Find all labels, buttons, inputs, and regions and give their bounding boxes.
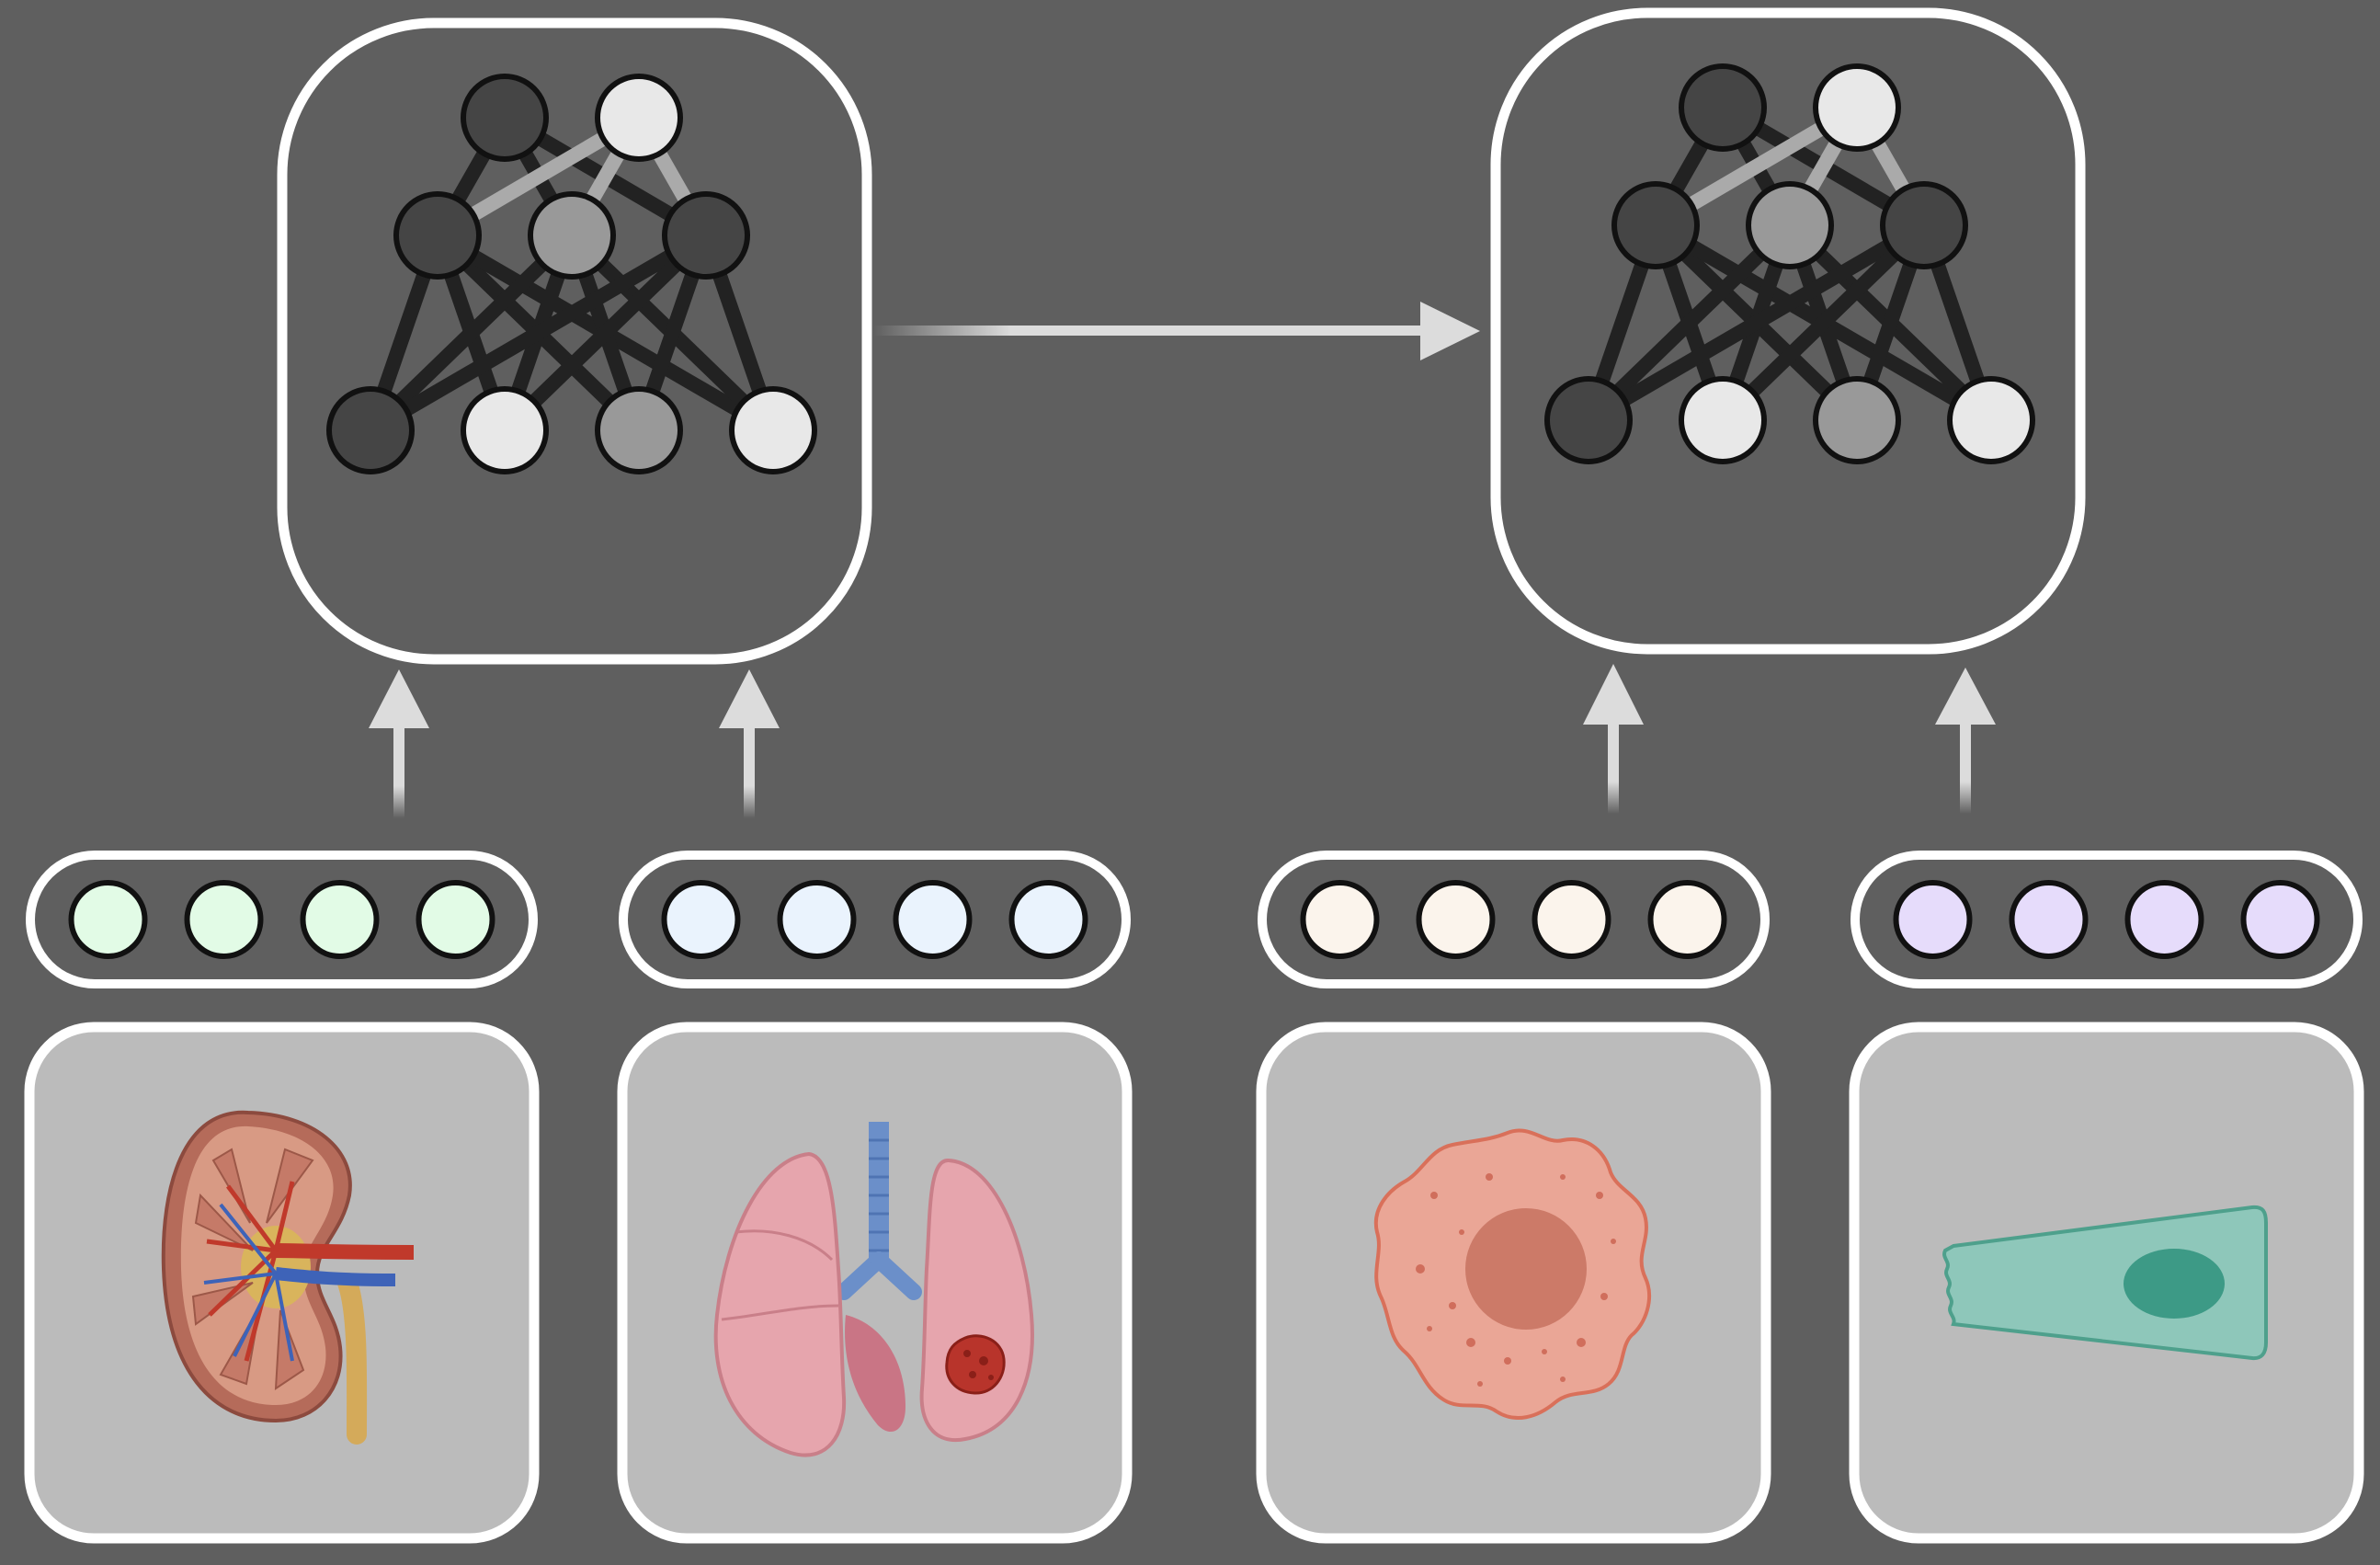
- network-node-mid: [1746, 181, 1834, 269]
- network-node-mid: [528, 191, 616, 280]
- embedding-kidney: [26, 851, 538, 988]
- network-node-light: [595, 74, 683, 162]
- embedding-pill: [619, 851, 1131, 988]
- network-node-light: [729, 386, 817, 474]
- cancer-cell-icon: [1373, 1128, 1651, 1420]
- embedding-element: [1647, 880, 1727, 959]
- embedding-element: [184, 880, 264, 959]
- nucleus: [1465, 1208, 1587, 1330]
- network-edge: [366, 229, 711, 437]
- embedding-element: [1008, 880, 1088, 959]
- embedding-cancer-cell: [1258, 851, 1770, 988]
- upward-arrows: [369, 664, 1996, 818]
- embedding-pill: [1850, 851, 2363, 988]
- network-edge: [499, 230, 712, 436]
- network-node-dark: [662, 191, 750, 280]
- up-arrow-cancer-cell: [1583, 664, 1644, 814]
- embedding-element: [68, 880, 148, 959]
- finetuned-network-box: [1490, 7, 2086, 655]
- embedding-element: [777, 880, 857, 959]
- embedding-vectors: [26, 851, 2363, 988]
- embedding-element: [2124, 880, 2204, 959]
- network-edge: [1583, 220, 1795, 426]
- embedding-lung: [619, 851, 1131, 988]
- network-node-dark: [1544, 376, 1633, 464]
- network-node-dark: [1611, 181, 1700, 269]
- up-arrow-kidney: [369, 669, 429, 818]
- embedding-element: [2009, 880, 2089, 959]
- input-panels: [24, 1022, 2364, 1544]
- network-node-dark: [1679, 63, 1767, 152]
- embedding-element: [1300, 880, 1380, 959]
- network-node-mid: [1813, 376, 1901, 464]
- up-arrow-lung: [719, 669, 780, 818]
- network-edge: [1584, 219, 1929, 427]
- network-node-dark: [393, 191, 482, 280]
- lung-icon: [713, 1122, 1034, 1457]
- network-nodes: [1544, 63, 2035, 464]
- network-edge: [1717, 220, 1930, 426]
- network-node-light: [1679, 376, 1767, 464]
- embedding-element: [300, 880, 380, 959]
- embedding-epithelial-cell: [1850, 851, 2363, 988]
- input-panel-lung: [617, 1022, 1133, 1544]
- embedding-element: [1416, 880, 1496, 959]
- transfer-arrow: [873, 302, 1480, 360]
- network-edge: [365, 230, 577, 436]
- embedding-pill: [26, 851, 538, 988]
- network-node-dark: [326, 386, 415, 474]
- input-panel-kidney: [24, 1022, 540, 1544]
- pretrained-network-box: [277, 17, 872, 665]
- network-node-dark: [461, 74, 549, 162]
- up-arrow-epithelial-cell: [1935, 668, 1996, 814]
- embedding-element: [661, 880, 741, 959]
- network-node-light: [1813, 63, 1901, 152]
- network-nodes: [326, 74, 817, 474]
- embedding-element: [893, 880, 973, 959]
- embedding-element: [1532, 880, 1611, 959]
- pretrained-network: [277, 17, 872, 665]
- embedding-element: [416, 880, 495, 959]
- finetuned-network: [1490, 7, 2086, 655]
- input-panel-epithelial-cell: [1849, 1022, 2364, 1544]
- epithelial-cell-icon: [1942, 1205, 2268, 1361]
- kidney-icon: [161, 1110, 415, 1445]
- network-node-light: [461, 386, 549, 474]
- embedding-pill: [1258, 851, 1770, 988]
- input-panel-cancer-cell: [1256, 1022, 1771, 1544]
- network-node-dark: [1880, 181, 1968, 269]
- nucleus: [2124, 1249, 2225, 1319]
- embedding-element: [2240, 880, 2320, 959]
- embedding-element: [1893, 880, 1973, 959]
- network-node-light: [1947, 376, 2035, 464]
- network-node-mid: [595, 386, 683, 474]
